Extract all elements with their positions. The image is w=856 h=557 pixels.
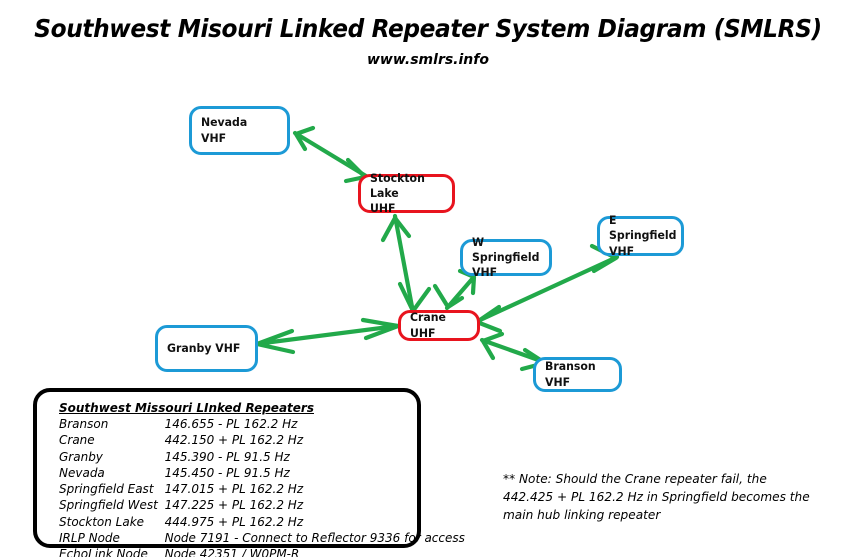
legend-row: EchoLink Node Node 42351 / W0PM-R (59, 546, 403, 557)
legend-name: Stockton Lake (59, 513, 145, 529)
legend-row: Crane 442.150 + PL 162.2 Hz (59, 432, 403, 448)
legend-name: Nevada (59, 464, 105, 480)
legend-name: Branson (59, 416, 109, 431)
legend-value: 442.150 + PL 162.2 Hz (164, 432, 304, 448)
repeater-legend-panel: Southwest Missouri LInked Repeaters Bran… (33, 388, 465, 557)
legend-title: Southwest Missouri LInked Repeaters (59, 400, 314, 415)
legend-row: Nevada 145.450 - PL 91.5 Hz (59, 465, 403, 481)
legend-value: Node 42351 / W0PM-R (164, 546, 300, 557)
legend-value: 147.015 + PL 162.2 Hz (164, 481, 304, 496)
node-nevada[interactable]: Nevada VHF (189, 106, 290, 155)
page-title: Southwest Misouri Linked Repeater System… (34, 14, 822, 43)
legend-value: 147.225 + PL 162.2 Hz (164, 497, 304, 513)
legend-value: 444.975 + PL 162.2 Hz (164, 513, 304, 529)
legend-row: Granby 145.390 - PL 91.5 Hz (59, 449, 403, 465)
link-stockton-crane (380, 213, 432, 315)
node-crane[interactable]: Crane UHF (398, 310, 480, 341)
legend-row: IRLP Node Node 7191 - Connect to Reflect… (59, 529, 465, 546)
node-label: Crane UHF (410, 310, 446, 340)
node-label: Branson VHF (545, 359, 596, 389)
legend-row: Springfield East 147.015 + PL 162.2 Hz (59, 481, 403, 497)
page-subtitle: www.smlrs.info (367, 52, 489, 68)
legend-name: Crane (59, 432, 95, 448)
legend-name: Springfield East (59, 481, 154, 496)
link-nevada-stockton (292, 125, 369, 184)
legend-name: IRLP Node (59, 529, 120, 545)
node-branson[interactable]: Branson VHF (533, 357, 622, 392)
link-granby-crane (253, 317, 401, 355)
node-granby[interactable]: Granby VHF (155, 325, 258, 372)
legend-name: Granby (59, 448, 103, 464)
footnote-text: ** Note: Should the Crane repeater fail,… (503, 471, 810, 523)
legend-row: Branson 146.655 - PL 162.2 Hz (59, 416, 403, 432)
legend-row: Stockton Lake 444.975 + PL 162.2 Hz (59, 514, 403, 530)
legend-value: 145.390 - PL 91.5 Hz (164, 448, 290, 464)
node-label: Granby VHF (167, 340, 241, 355)
legend-name: Springfield West (59, 497, 158, 513)
legend-name: EchoLink Node (59, 546, 148, 557)
link-crane-wspringfield (432, 268, 477, 311)
legend-value: 146.655 - PL 162.2 Hz (164, 416, 298, 431)
node-label: Nevada VHF (201, 115, 248, 145)
legend-value: 145.450 - PL 91.5 Hz (164, 464, 290, 480)
legend-row: Springfield West 147.225 + PL 162.2 Hz (59, 497, 403, 513)
legend-value: Node 7191 - Connect to Reflector 9336 fo… (164, 529, 465, 545)
